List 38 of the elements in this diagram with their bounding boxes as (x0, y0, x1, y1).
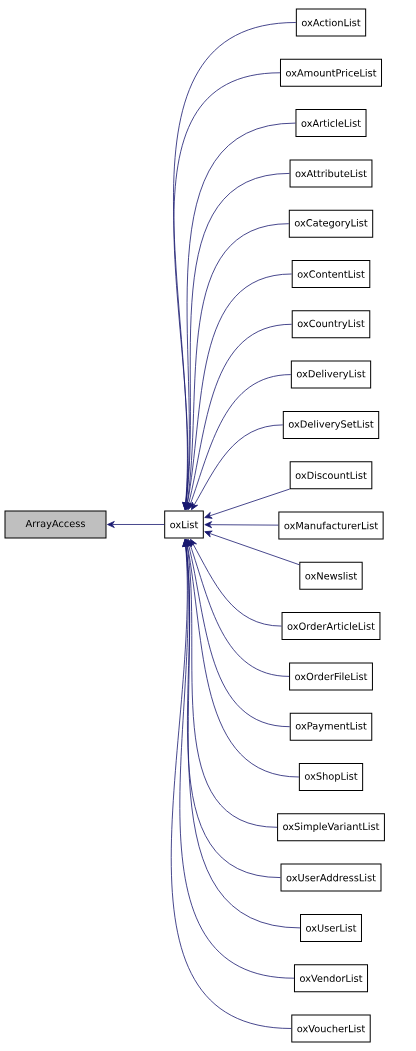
class-box: oxDeliverySetList (282, 410, 380, 439)
arrow (204, 521, 279, 529)
arrow (187, 539, 290, 677)
class-box: oxDiscountList (289, 461, 373, 490)
arrow (204, 488, 291, 519)
arrow (190, 538, 282, 627)
arrow (170, 539, 292, 1029)
class-box: oxUserAddressList (280, 863, 382, 892)
class-box: oxCategoryList (288, 209, 374, 238)
class-box: oxUserList (300, 913, 362, 942)
class-box: oxVoucherList (291, 1014, 371, 1043)
class-box: oxSimpleVariantList (277, 813, 385, 842)
arrow (184, 273, 293, 510)
class-box: oxAmountPriceList (280, 58, 382, 87)
class-box: oxDeliveryList (290, 360, 372, 389)
class-box: oxContentList (291, 260, 371, 288)
class-box: oxList (164, 510, 204, 539)
class-box: oxNewslist (299, 561, 363, 590)
arrow (185, 323, 293, 510)
arrow (191, 424, 284, 511)
arrow (182, 122, 296, 510)
class-box: oxCountryList (291, 310, 371, 339)
arrow (185, 539, 291, 728)
arrow (204, 530, 300, 566)
class-box: ArrayAccess (4, 510, 107, 539)
class-box: oxOrderArticleList (281, 612, 381, 641)
class-box: oxShopList (298, 763, 364, 791)
class-box: oxPaymentList (289, 712, 373, 741)
class-box: oxManufacturerList (278, 511, 384, 540)
arrow (183, 539, 278, 828)
class-box: oxOrderFileList (289, 662, 373, 691)
class-box: oxArticleList (295, 109, 367, 138)
class-box: oxAttributeList (289, 159, 373, 188)
arrow (107, 521, 165, 528)
arrow (187, 374, 292, 510)
arrow (182, 173, 290, 510)
class-box: oxVendorList (293, 964, 369, 993)
class-box: oxActionList (295, 8, 367, 37)
